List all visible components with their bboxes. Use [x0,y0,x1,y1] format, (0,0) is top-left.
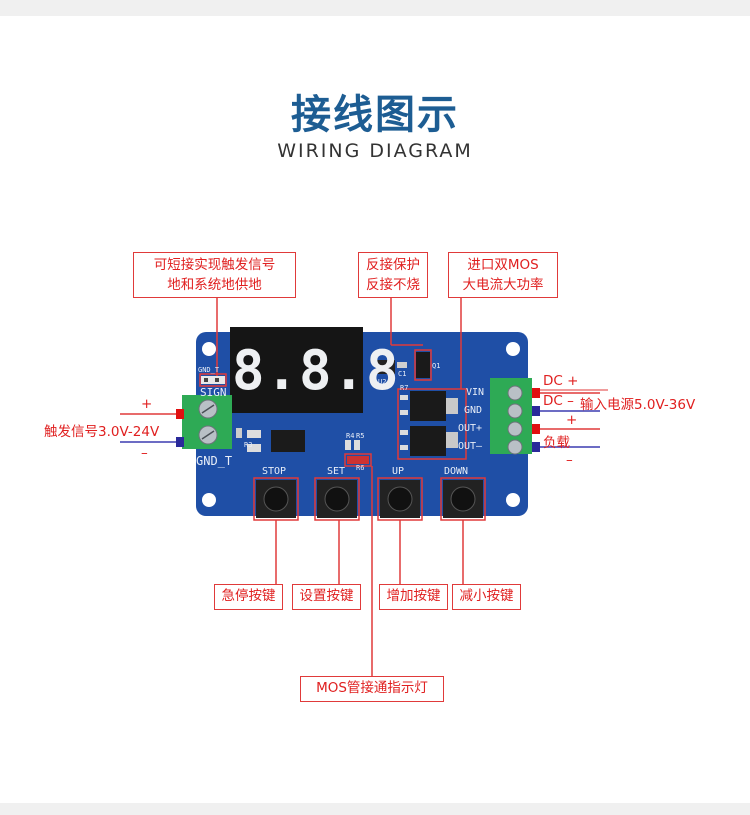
silk-gnd-t-small: GND_T [198,366,220,374]
led-display [230,327,363,413]
silk-r6: R6 [356,464,365,472]
wire-marker-blue [176,437,184,447]
bottom-band [0,803,750,815]
callout-trigger-gnd-line1: 可短接实现触发信号 [153,257,276,273]
callout-reverse-protect-line1: 反接保护 [366,257,420,273]
callout-up-key: 增加按键 [379,584,448,610]
callout-stop-key: 急停按键 [214,584,283,610]
right-minus-label: – [566,452,573,468]
silk-r4: R4 [346,432,355,440]
mosfet [410,391,446,421]
callout-set-key: 设置按键 [292,584,361,610]
mounting-hole [202,342,216,356]
mounting-hole [202,493,216,507]
dc-plus-label: DC + [543,373,579,389]
silk-sign: SIGN [200,386,227,399]
mos-led [347,456,369,464]
callout-reverse-protect: 反接保护 反接不烧 [358,252,428,298]
mosfet [410,426,446,456]
terminal-screw [507,385,523,401]
terminal-screw [507,403,523,419]
terminal-screw [507,439,523,455]
callout-down-key: 减小按键 [452,584,521,610]
power-input-label: 输入电源5.0V-36V [580,397,696,413]
right-plus-label: + [566,412,578,428]
page-title: 接线图示 [291,92,459,138]
pin-header [201,376,225,384]
silk-q1: Q1 [432,362,441,370]
silk-u2: U2 [378,378,387,386]
regulator-ic [377,360,395,374]
callout-mos-line2: 大电流大功率 [462,277,544,293]
callout-mos-led: MOS管接通指示灯 [300,676,444,702]
wire-marker-red [532,388,540,398]
left-plus-label: + [141,396,153,412]
silk-out-plus: OUT+ [458,423,483,434]
mounting-hole [506,493,520,507]
silk-out-minus: OUT– [458,441,483,452]
led-display-digits: 8.8.8 [232,339,400,402]
mounting-hole [506,342,520,356]
wire-marker-blue [532,442,540,452]
top-band [0,0,750,16]
silk-set: SET [327,466,346,477]
wire-marker-red [532,424,540,434]
terminal-screw [507,421,523,437]
silk-gnd-t: GND_T [196,454,233,468]
callout-trigger-gnd: 可短接实现触发信号 地和系统地供地 [133,252,296,298]
trigger-signal-label: 触发信号3.0V-24V [44,424,160,440]
left-minus-label: – [141,445,148,461]
callout-trigger-gnd-line2: 地和系统地供地 [167,277,262,293]
dc-minus-label: DC – [543,393,574,409]
silk-c1: C1 [398,370,407,378]
reverse-protect-chip [416,352,430,378]
silk-vin: VIN [466,387,485,398]
callout-reverse-protect-line2: 反接不烧 [366,277,420,293]
callout-mos: 进口双MOS 大电流大功率 [448,252,558,298]
silk-r7: R7 [400,384,409,392]
silk-up: UP [392,466,405,477]
callout-mos-line1: 进口双MOS [467,257,539,273]
silk-down: DOWN [444,466,469,477]
load-label: 负载 [543,435,570,451]
silk-stop: STOP [262,466,287,477]
optocoupler [271,430,305,452]
wire-marker-red [176,409,184,419]
silk-r3: R3 [244,441,253,449]
wire-marker-blue [532,406,540,416]
silk-gnd: GND [464,405,483,416]
silk-r5: R5 [356,432,365,440]
page-subtitle: WIRING DIAGRAM [277,140,473,162]
